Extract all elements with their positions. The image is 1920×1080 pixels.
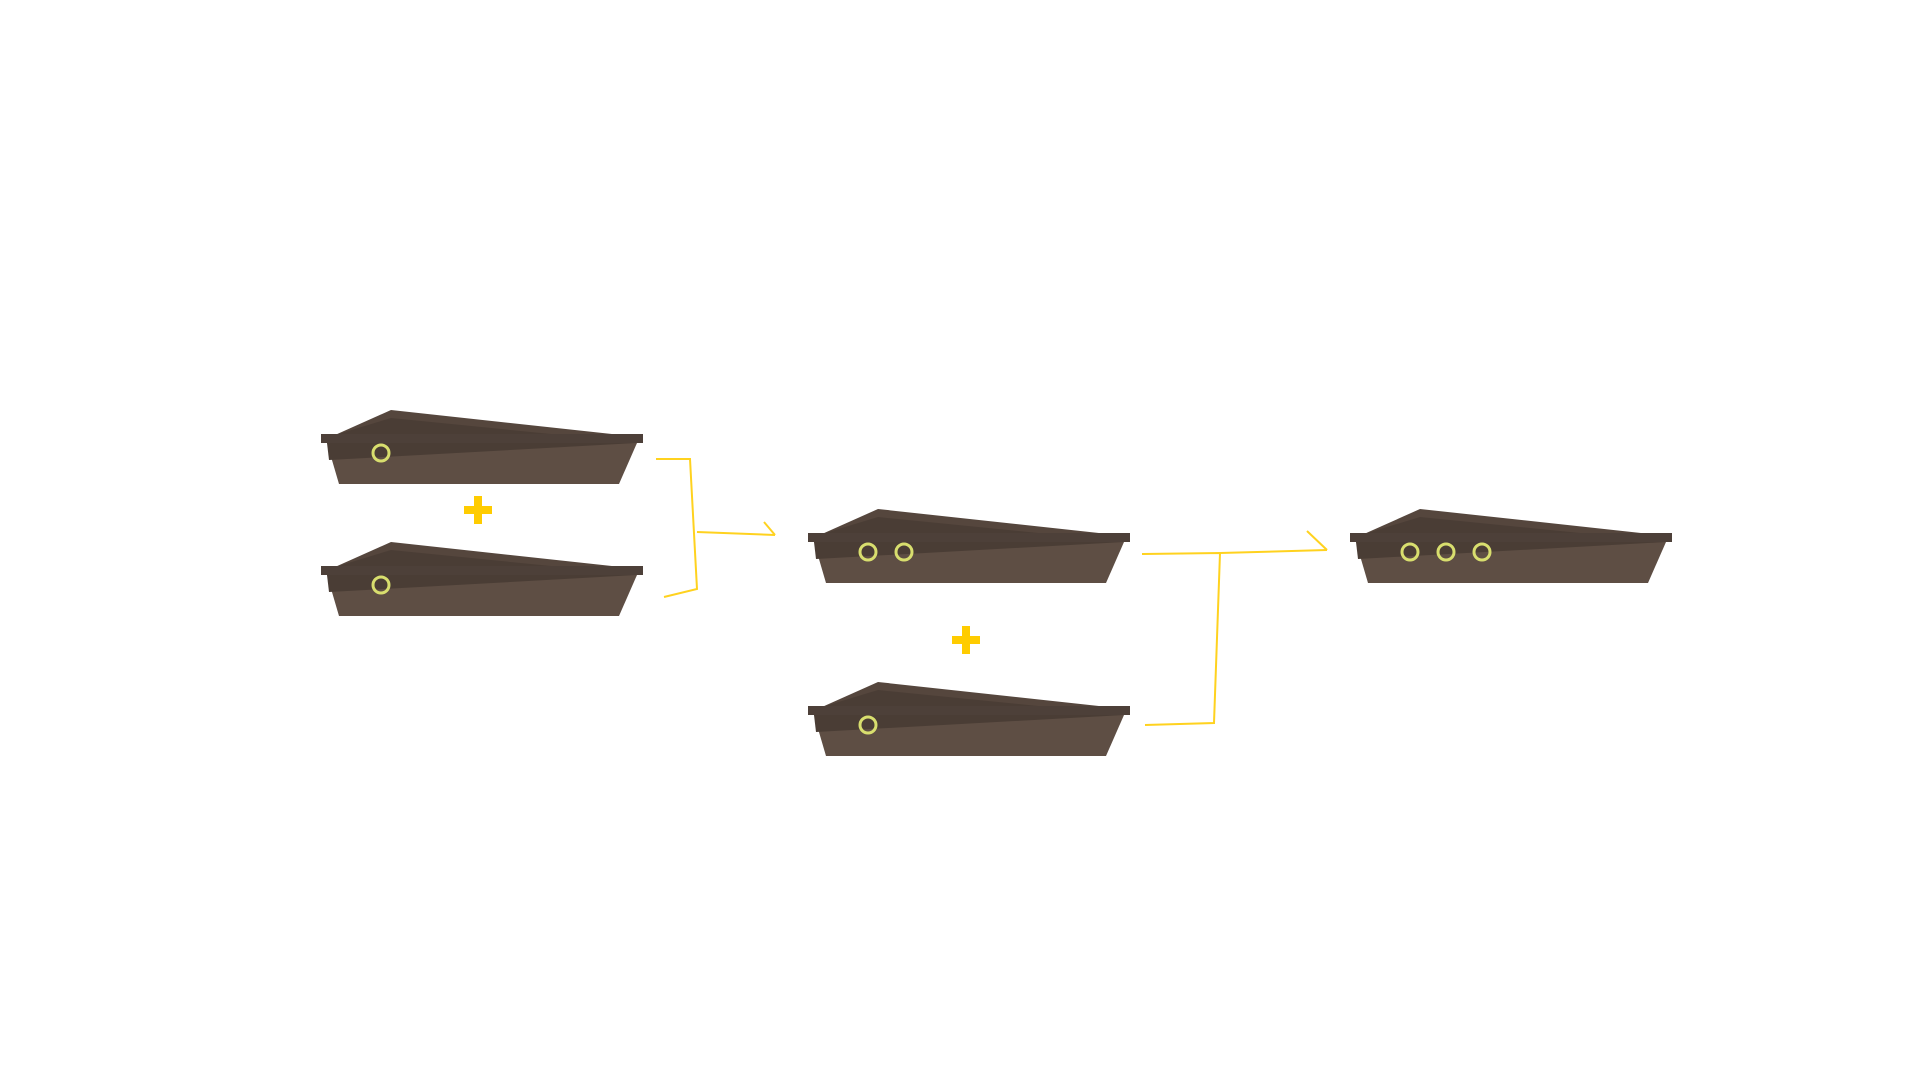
porthole-icon: [1472, 542, 1492, 562]
ship-deck: [321, 566, 643, 575]
ship-hull-stripe: [1356, 542, 1666, 559]
plus-icon: [950, 624, 982, 656]
ship-deck: [808, 706, 1130, 715]
porthole-icon: [1436, 542, 1456, 562]
ship-cabin: [822, 509, 1108, 534]
connector-line-second-merge: [1141, 551, 1222, 726]
connector-line-first-merge: [656, 458, 699, 598]
ship-cabin: [822, 682, 1108, 707]
porthole-icon: [858, 715, 878, 735]
ship-cabin-shadow: [335, 418, 561, 435]
porthole-icon: [1400, 542, 1420, 562]
ship-hull-stripe: [814, 542, 1124, 559]
connector-arrowhead-first-icon: [763, 521, 776, 536]
plus-horizontal-bar: [464, 506, 492, 514]
ship-merged-three[interactable]: [1350, 509, 1672, 584]
ship-hull-stripe: [327, 443, 637, 460]
ship-cabin: [1364, 509, 1650, 534]
ship-merged-two[interactable]: [808, 509, 1130, 584]
ship-cabin-shadow: [1364, 517, 1590, 534]
connector-line-first-arrow: [696, 531, 776, 536]
plus-icon: [462, 494, 494, 526]
ship-cabin-shadow: [335, 550, 561, 567]
ship-cabin-shadow: [822, 690, 1048, 707]
ship-deck: [1350, 533, 1672, 542]
ship-bottom-left[interactable]: [321, 542, 643, 617]
connector-arrowhead-second-icon: [1306, 530, 1328, 551]
porthole-icon: [371, 575, 391, 595]
ship-cabin-shadow: [822, 517, 1048, 534]
ship-deck: [808, 533, 1130, 542]
plus-horizontal-bar: [952, 636, 980, 644]
ship-top-left[interactable]: [321, 410, 643, 485]
connector-line-second-arrow: [1219, 549, 1328, 554]
ship-deck: [321, 434, 643, 443]
porthole-icon: [894, 542, 914, 562]
ship-single-middle[interactable]: [808, 682, 1130, 757]
porthole-icon: [371, 443, 391, 463]
porthole-icon: [858, 542, 878, 562]
ship-cabin: [335, 410, 621, 435]
ship-hull-stripe: [327, 575, 637, 592]
ship-cabin: [335, 542, 621, 567]
ship-hull-stripe: [814, 715, 1124, 732]
